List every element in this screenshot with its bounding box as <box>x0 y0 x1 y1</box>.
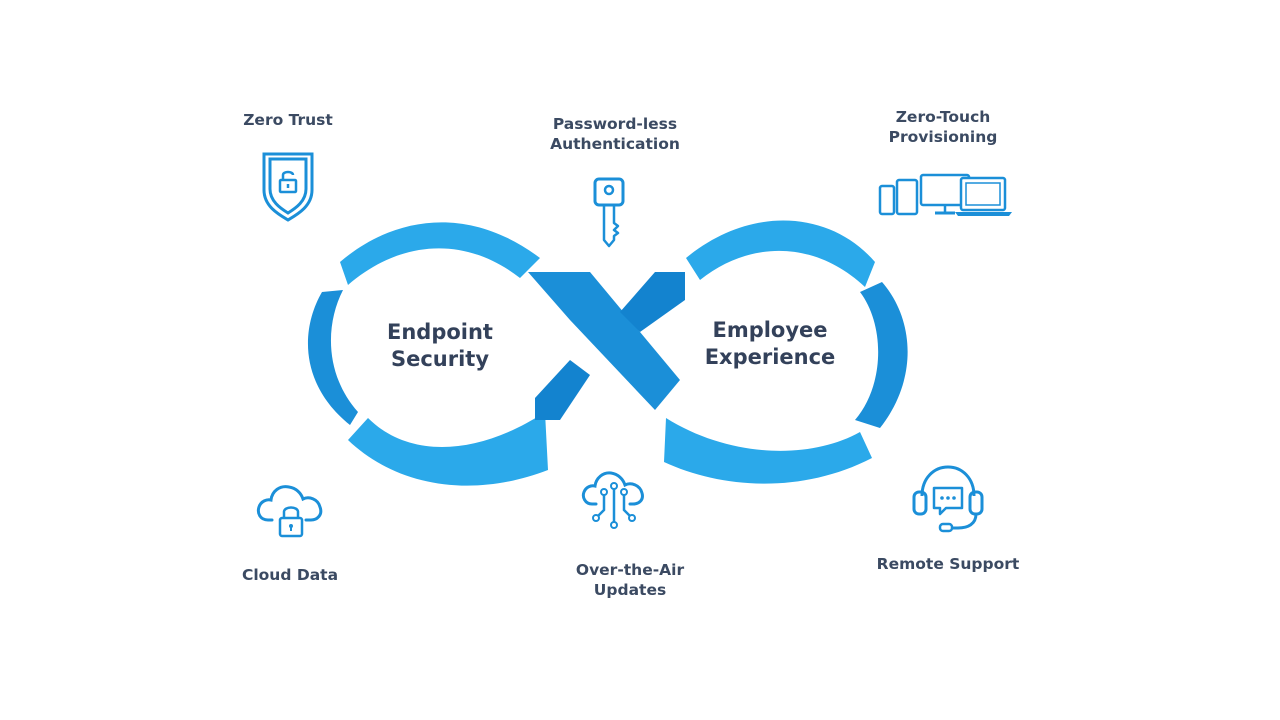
zero-touch-label: Zero-Touch Provisioning <box>868 107 1018 147</box>
key-icon <box>590 176 630 250</box>
zero-touch-line1: Zero-Touch <box>895 108 991 126</box>
right-loop-top-arc <box>686 220 875 287</box>
zero-trust-label: Zero Trust <box>228 110 348 130</box>
passwordless-label: Password-less Authentication <box>540 114 690 154</box>
employee-experience-title: Employee Experience <box>700 317 840 371</box>
cloud-network-icon <box>580 466 648 530</box>
left-loop-top-arc <box>340 222 540 285</box>
ota-line1: Over-the-Air <box>575 561 685 579</box>
right-loop-bottom-arc <box>664 418 872 484</box>
endpoint-security-line2: Security <box>390 347 490 371</box>
devices-icon <box>877 172 1015 220</box>
left-loop-left-arc <box>307 290 358 425</box>
shield-lock-icon <box>258 150 318 224</box>
cloud-lock-icon <box>254 478 328 542</box>
cross-band-ascending-lower <box>535 360 590 420</box>
endpoint-security-line1: Endpoint <box>387 320 493 344</box>
zero-trust-text: Zero Trust <box>243 111 333 129</box>
ota-line2: Updates <box>593 581 667 599</box>
employee-experience-line1: Employee <box>712 318 828 342</box>
left-loop-bottom-arc <box>348 412 548 486</box>
cross-band-descending <box>528 272 680 410</box>
cloud-data-label: Cloud Data <box>230 565 350 585</box>
headset-icon <box>908 462 988 534</box>
cross-band-ascending-upper <box>620 272 685 332</box>
right-loop-right-arc <box>855 282 908 428</box>
cloud-data-text: Cloud Data <box>241 566 339 584</box>
passwordless-line2: Authentication <box>550 135 680 153</box>
ota-label: Over-the-Air Updates <box>550 560 710 600</box>
employee-experience-line2: Experience <box>704 345 836 369</box>
passwordless-line1: Password-less <box>552 115 678 133</box>
endpoint-security-title: Endpoint Security <box>380 319 500 373</box>
remote-support-label: Remote Support <box>868 554 1028 574</box>
remote-support-text: Remote Support <box>876 555 1020 573</box>
zero-touch-line2: Provisioning <box>888 128 998 146</box>
